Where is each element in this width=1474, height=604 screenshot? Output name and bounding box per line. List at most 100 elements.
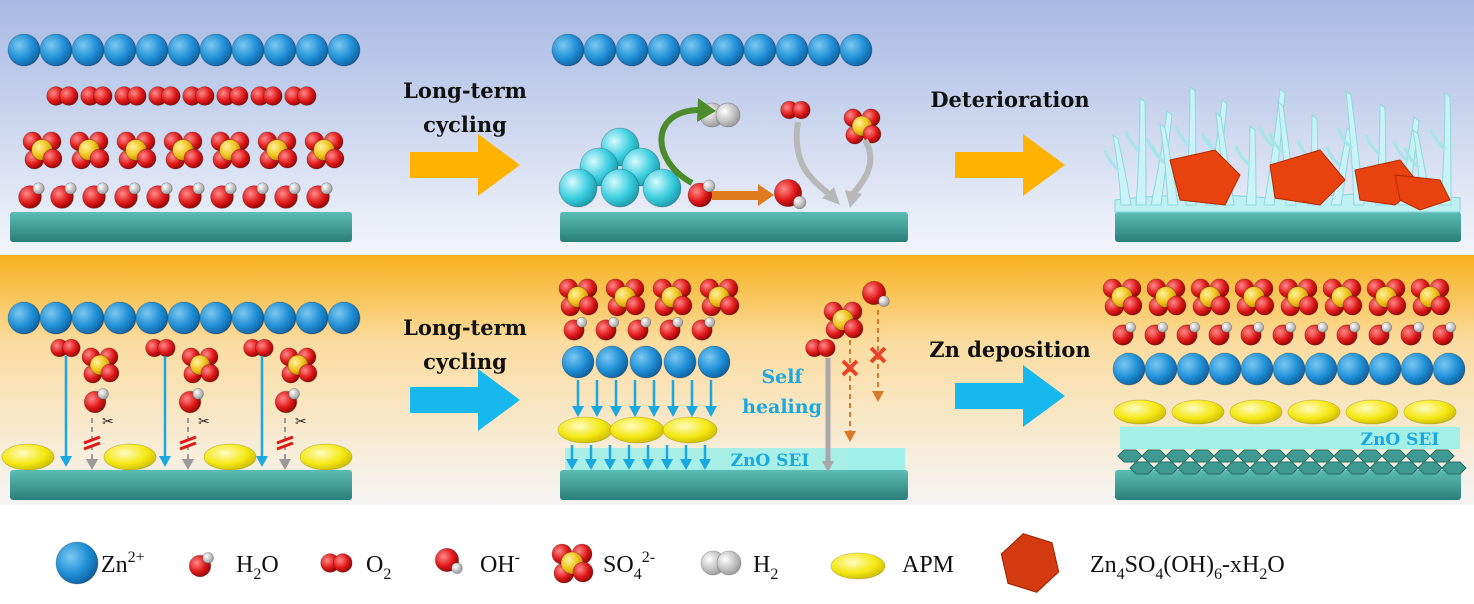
apm-molecule	[103, 443, 157, 471]
top-middle-reaction-arrows	[658, 98, 874, 208]
apm-molecule	[1345, 399, 1399, 425]
dendrite	[1150, 110, 1173, 206]
o2-atom	[229, 86, 249, 106]
dendrite	[1135, 96, 1147, 206]
dendrite-branch	[1336, 127, 1353, 150]
zn-ion	[167, 301, 201, 335]
so4-oxygen	[843, 318, 864, 339]
zn-flux-arrow-head	[648, 406, 660, 417]
blocked-water-arrow-head	[279, 459, 291, 470]
dendrite	[1159, 122, 1179, 206]
zn-deposit	[642, 168, 682, 208]
oh-hydrogen	[792, 195, 807, 210]
water-hydrogen	[640, 316, 652, 328]
zn-ion	[295, 301, 329, 335]
deposited-zn-layer	[1117, 449, 1467, 475]
dendrite-branch	[1429, 128, 1446, 151]
so4-oxygen	[1430, 295, 1451, 316]
zn-ion	[775, 33, 809, 67]
water-hydrogen	[1253, 321, 1265, 333]
zn-flux-arrow-head	[159, 456, 171, 467]
dendrite	[1245, 124, 1257, 206]
byproduct-plate	[1169, 149, 1241, 206]
ion-flux-arrows: ✂✂✂	[60, 310, 887, 472]
zn-deposit-hex	[1381, 449, 1407, 463]
zn-flux-arrow-head	[699, 459, 711, 470]
o2-atom	[59, 86, 79, 106]
zn-ion	[39, 33, 73, 67]
byproduct-plates	[1169, 149, 1451, 211]
zn-flux-arrow-head	[642, 459, 654, 470]
apm-molecule	[1113, 399, 1167, 425]
orange-arrow-head	[758, 184, 774, 206]
water-hydrogen	[576, 316, 588, 328]
zn-ion	[1336, 352, 1370, 386]
electrode-bottom-middle	[560, 470, 908, 500]
zn-deposit-hex	[1285, 449, 1311, 463]
electrode-bottom-left	[10, 470, 352, 500]
zn-ion	[71, 33, 105, 67]
o2-atom	[157, 338, 176, 358]
water-hydrogen	[96, 182, 109, 195]
byproduct-plate	[1269, 149, 1346, 206]
zn-deposit-hex	[1393, 461, 1419, 475]
blocked-arrow-head	[872, 391, 884, 402]
so4-oxygen	[578, 295, 599, 316]
zn-ion	[327, 301, 361, 335]
water-hydrogen	[97, 388, 109, 400]
o2-atom	[161, 86, 181, 106]
self-healing-line2: healing	[742, 396, 822, 418]
so4-oxygen	[1122, 295, 1143, 316]
zno-sei-right	[1120, 427, 1460, 449]
blocked-water-arrow-head	[86, 459, 98, 470]
sei-label-middle: ZnO SEI	[731, 451, 810, 471]
zn-flux-arrow-head	[667, 406, 679, 417]
water-hydrogen	[288, 182, 301, 195]
so4-oxygen	[298, 363, 318, 383]
zn-deposit-hex	[1237, 449, 1263, 463]
zn-flux-arrow-head	[705, 406, 717, 417]
so4-oxygen	[1298, 295, 1319, 316]
block-mark	[276, 441, 294, 451]
zn-ion	[839, 33, 873, 67]
zn-ion	[103, 301, 137, 335]
zn-ion	[1144, 352, 1178, 386]
so4-oxygen	[1342, 295, 1363, 316]
zn-flux-arrow-head	[686, 406, 698, 417]
water-hydrogen	[1349, 321, 1361, 333]
legend-hydroxide: OH-	[480, 549, 520, 578]
o2-atom	[792, 100, 811, 120]
sei-label-right: ZnO SEI	[1361, 430, 1440, 450]
dendrite-branch	[1403, 147, 1420, 169]
zn-deposit-hex	[1201, 461, 1227, 475]
block-mark	[83, 435, 101, 445]
zn-deposit	[600, 168, 640, 208]
zn-ion	[1368, 352, 1402, 386]
water-hydrogen	[192, 388, 204, 400]
water-hydrogen	[192, 182, 205, 195]
zn-flux-arrow-head	[591, 406, 603, 417]
dendrite-branch	[1150, 144, 1167, 166]
scissors-icon: ✂	[102, 414, 114, 430]
zn-ion	[711, 33, 745, 67]
water-hydrogen	[202, 552, 214, 564]
zn-ion	[7, 301, 41, 335]
block-mark	[179, 435, 197, 445]
apm-molecule	[299, 443, 353, 471]
water-hydrogen	[1189, 321, 1201, 333]
so4-oxygen	[230, 148, 251, 169]
o2-atom	[195, 86, 215, 106]
label-top-longterm-line1: Long-term	[403, 78, 527, 103]
water-hydrogen	[320, 182, 333, 195]
legend-sulfate: SO42-	[603, 549, 655, 583]
dendrite-branch	[1103, 149, 1120, 172]
zn-flux-arrow-head	[60, 456, 72, 467]
water-hydrogen	[1317, 321, 1329, 333]
zn-deposit-hex	[1129, 461, 1155, 475]
grey-curve-arrow-2	[849, 138, 874, 197]
zn-ion	[647, 33, 681, 67]
zn-deposit-hex	[1417, 461, 1443, 475]
water-hydrogen	[1445, 321, 1457, 333]
zn-ion	[1304, 352, 1338, 386]
scissors-icon: ✂	[198, 414, 210, 430]
